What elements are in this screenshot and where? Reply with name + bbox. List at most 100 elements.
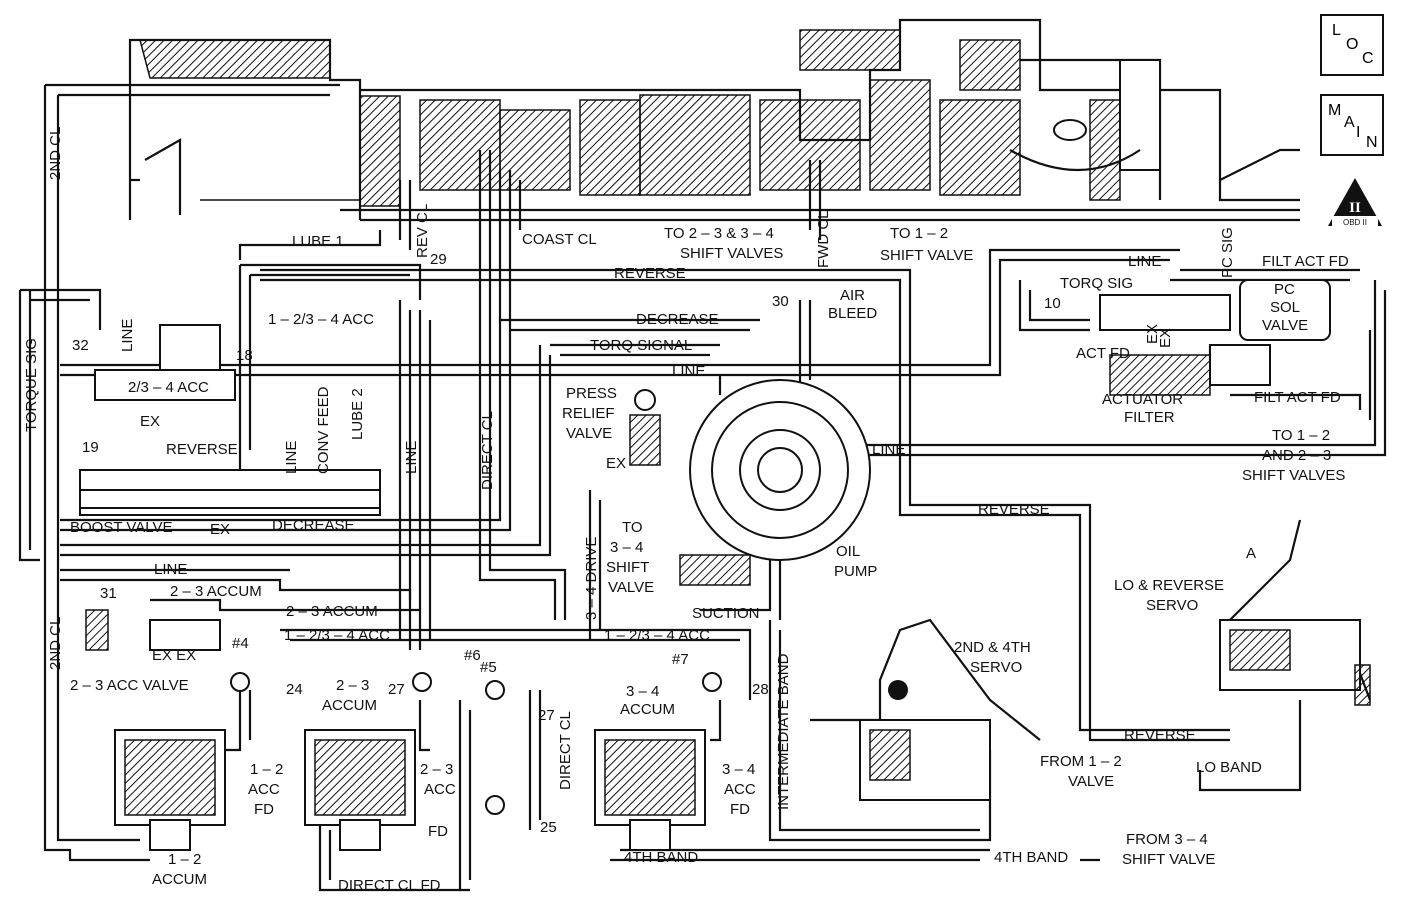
main-button[interactable]: M A I N	[1320, 94, 1384, 156]
label-ex-ex: EX EX	[152, 647, 196, 664]
label-34-drive: 3 – 4 DRIVE	[583, 537, 600, 620]
label-ex: EX	[1144, 324, 1161, 344]
label-pc-sol: VALVE	[1262, 317, 1308, 334]
label-to-34: 3 – 4	[610, 539, 643, 556]
label-pc-sol: PC	[1274, 281, 1295, 298]
label-direct-cl-fd: DIRECT CL FD	[338, 877, 441, 894]
label-reverse-l: REVERSE	[166, 441, 238, 458]
label-conv-feed: CONV FEED	[315, 386, 332, 474]
label-23-accum-block: ACCUM	[322, 697, 377, 714]
label-line-l: LINE	[119, 319, 136, 352]
label-to-23-34: TO 2 – 3 & 3 – 4	[664, 225, 774, 242]
label-oil-pump: OIL	[836, 543, 860, 560]
main-letter: A	[1344, 114, 1355, 131]
label-decrease-top: DECREASE	[636, 311, 719, 328]
label-acc-1234: 1 – 2/3 – 4 ACC	[268, 311, 374, 328]
label-24: 24	[286, 681, 303, 698]
label-23-acc-valve: 2 – 3 ACC VALVE	[70, 677, 189, 694]
label-to-12-23: TO 1 – 2	[1272, 427, 1330, 444]
label-to-12: TO 1 – 2	[890, 225, 948, 242]
main-letter: N	[1366, 134, 1378, 151]
label-4th-band: 4TH BAND	[624, 849, 698, 866]
label-line-mid: LINE	[672, 363, 705, 380]
label-air-bleed: AIR	[840, 287, 865, 304]
label-acc-1234-b: 1 – 2/3 – 4 ACC	[284, 627, 390, 644]
main-letter: M	[1328, 102, 1342, 119]
obd-ii-icon[interactable]: II OBD II	[1326, 176, 1384, 228]
label-intermediate-band: INTERMEDIATE BAND	[775, 653, 792, 810]
label-filt-act-fd: FILT ACT FD	[1262, 253, 1349, 270]
label-28: 28	[752, 681, 769, 698]
label-to-12: SHIFT VALVE	[880, 247, 973, 264]
transmission-cross-section	[128, 18, 1300, 222]
label-direct-cl: DIRECT CL	[479, 411, 496, 490]
label-12-acc-fd: ACC	[248, 781, 280, 798]
label-to-12-23: SHIFT VALVES	[1242, 467, 1345, 484]
label-checkball-5: #5	[480, 659, 497, 676]
label-23-accum: 2 – 3 ACCUM	[170, 583, 262, 600]
label-torq-sig: TORQ SIG	[1060, 275, 1133, 292]
label-decrease-l: DECREASE	[272, 517, 355, 534]
label-boost-valve: BOOST VALVE	[70, 519, 173, 536]
label-2nd-cl-bottom: 2ND CL	[47, 617, 64, 670]
label-from-12-valve: FROM 1 – 2	[1040, 753, 1122, 770]
label-ex-press: EX	[606, 455, 626, 472]
label-suction: SUCTION	[692, 605, 760, 622]
label-24-servo: SERVO	[970, 659, 1022, 676]
label-lube1: LUBE 1	[292, 233, 344, 250]
loc-button[interactable]: L O C	[1320, 14, 1384, 76]
label-press-relief: PRESS	[566, 385, 617, 402]
label-to-34: TO	[622, 519, 643, 536]
label-ex-l: EX	[140, 413, 160, 430]
label-line-r: LINE	[1128, 253, 1161, 270]
label-29: 29	[430, 251, 447, 268]
loc-letter: O	[1346, 36, 1359, 53]
label-23-accum-block: 2 – 3	[336, 677, 369, 694]
label-rev-cl: REV CL	[414, 204, 431, 258]
label-34-accum-block: 3 – 4	[626, 683, 659, 700]
label-23-accum: 2 – 3 ACCUM	[286, 603, 378, 620]
label-oil-pump: PUMP	[834, 563, 877, 580]
label-checkball-4: #4	[232, 635, 249, 652]
label-2nd-cl-top: 2ND CL	[47, 127, 64, 180]
label-a-top: A	[1246, 545, 1256, 562]
label-27: 27	[538, 707, 555, 724]
valve-components	[79, 279, 1372, 851]
label-direct-cl-2: DIRECT CL	[557, 711, 574, 790]
label-32: 32	[72, 337, 89, 354]
loc-letter: C	[1362, 50, 1374, 67]
main-letter: I	[1356, 124, 1361, 141]
label-34-accum-block: ACCUM	[620, 701, 675, 718]
label-23-acc-fd: ACC	[424, 781, 456, 798]
loc-letter: L	[1332, 22, 1341, 39]
diagram-labels: 2ND CL 2ND CL LUBE 1 REV CL 29 COAST CL …	[23, 127, 1349, 894]
label-23-acc-fd: 2 – 3	[420, 761, 453, 778]
label-fwd-cl: FWD CL	[815, 211, 832, 269]
label-4th-band: 4TH BAND	[994, 849, 1068, 866]
label-30: 30	[772, 293, 789, 310]
label-reverse-bot: REVERSE	[1124, 727, 1196, 744]
label-pc-sol: SOL	[1270, 299, 1300, 316]
label-checkball-7: #7	[672, 651, 689, 668]
label-12-accum: 1 – 2	[168, 851, 201, 868]
label-actuator-filter: FILTER	[1124, 409, 1175, 426]
label-12-acc-fd: FD	[254, 801, 274, 818]
label-31: 31	[100, 585, 117, 602]
label-to-23-34: SHIFT VALVES	[680, 245, 783, 262]
label-24-servo: 2ND & 4TH	[954, 639, 1031, 656]
label-line-v: LINE	[403, 441, 420, 474]
label-reverse-mid: REVERSE	[978, 501, 1050, 518]
label-23-acc-fd: FD	[428, 823, 448, 840]
label-to-34: SHIFT	[606, 559, 649, 576]
label-act-fd: ACT FD	[1076, 345, 1130, 362]
label-line-low: LINE	[154, 561, 187, 578]
label-checkball-6: #6	[464, 647, 481, 664]
label-ex-boost: EX	[210, 521, 230, 538]
label-press-relief: RELIEF	[562, 405, 615, 422]
label-12-acc-fd: 1 – 2	[250, 761, 283, 778]
label-actuator-filter: ACTUATOR	[1102, 391, 1183, 408]
label-lube2: LUBE 2	[349, 388, 366, 440]
label-lo-reverse-servo: LO & REVERSE	[1114, 577, 1224, 594]
label-torq-signal: TORQ SIGNAL	[590, 337, 692, 354]
